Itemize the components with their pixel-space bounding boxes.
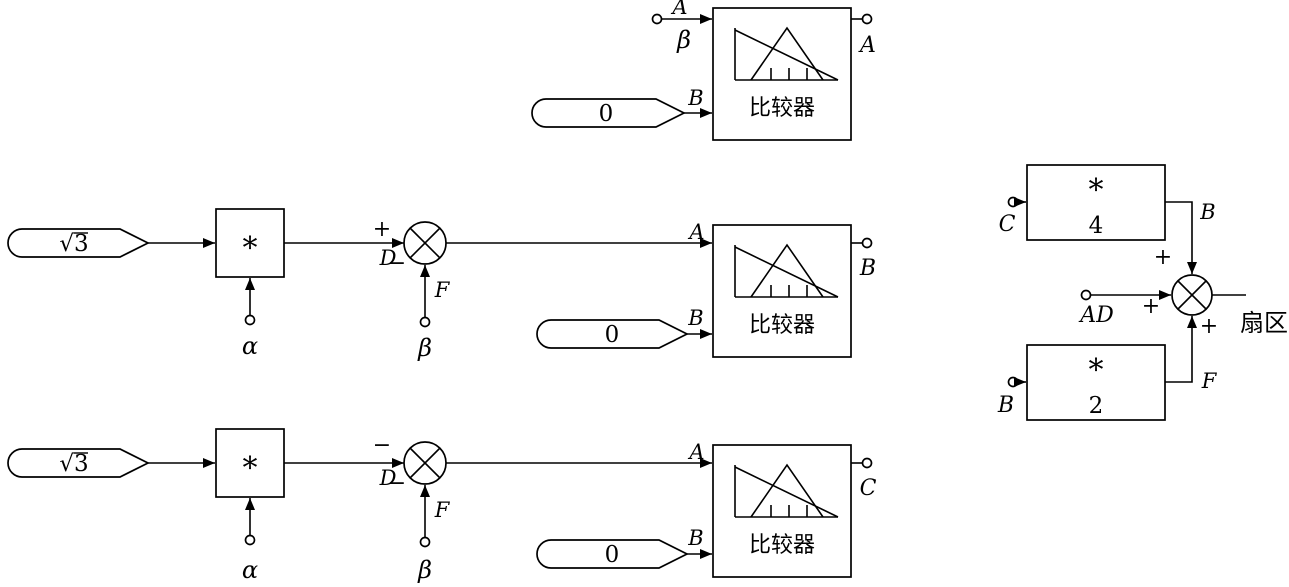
terminal-node [651, 13, 663, 25]
port-label-a: A [687, 220, 704, 244]
multiply-symbol: * [243, 231, 258, 266]
comparator-label: 比较器 [749, 96, 815, 121]
output-label-sector: 扇区 [1240, 309, 1288, 337]
terminal-node [861, 457, 873, 469]
port-label-b: B [687, 306, 703, 330]
junction-cross [1177, 280, 1207, 310]
constant-sqrt3: √3 [59, 451, 88, 477]
sign-plus-left: + [1142, 294, 1160, 319]
port-label-f: F [434, 498, 451, 522]
terminal-node [861, 237, 873, 249]
sign-top: + [373, 217, 391, 242]
constant-sqrt3: √3 [59, 231, 88, 257]
terminal-node [244, 534, 256, 546]
junction-cross [409, 447, 441, 479]
output-label-b: B [859, 256, 876, 281]
constant-zero: 0 [605, 542, 620, 568]
constant-pill [536, 319, 689, 349]
signal-label-beta: β [676, 26, 691, 54]
comparator-unit-top: A β 0 B 比较器 A [531, 0, 876, 141]
comparator-unit-middle: √3 * α + D − F β A 0 B 比较器 B [7, 208, 876, 362]
port-label-b: B [687, 86, 703, 110]
port-label-a: A [670, 0, 687, 19]
wire-label-f: F [1201, 369, 1218, 393]
port-label-a: A [687, 440, 704, 464]
comparator-unit-bottom: √3 * α − D − F β A 0 B 比较器 C [7, 428, 877, 584]
output-label-c: C [860, 476, 877, 501]
port-label-d: D [379, 246, 397, 270]
terminal-node [1080, 289, 1092, 301]
multiplier-value-4: 4 [1089, 213, 1104, 239]
constant-pill [7, 448, 150, 478]
sign-top: − [373, 433, 391, 458]
wire [1165, 316, 1197, 383]
signal-label-beta: β [417, 334, 432, 362]
wire [1165, 201, 1197, 274]
sector-sum-section: * 4 C B + AD + + * 2 B F 扇区 [997, 164, 1288, 421]
sign-plus-bottom: + [1200, 314, 1218, 339]
comparator-label: 比较器 [749, 313, 815, 338]
wire-label-b: B [1199, 200, 1215, 224]
multiply-symbol: * [1089, 353, 1104, 388]
terminal-node [244, 314, 256, 326]
terminal-node [419, 316, 431, 328]
sign-bottom: − [388, 471, 406, 496]
input-label-b: B [997, 393, 1014, 418]
constant-pill [531, 98, 686, 128]
constant-pill [536, 539, 689, 569]
constant-zero: 0 [605, 322, 620, 348]
sign-bottom: − [388, 251, 406, 276]
multiply-2-box [1026, 344, 1166, 421]
port-label-d: D [379, 466, 397, 490]
terminal-node [419, 536, 431, 548]
signal-label-alpha: α [242, 332, 258, 360]
constant-pill [7, 228, 150, 258]
junction-cross [409, 227, 441, 259]
port-label-f: F [434, 278, 451, 302]
multiply-symbol: * [243, 451, 258, 486]
signal-label-beta: β [417, 556, 432, 584]
sign-plus-top: + [1154, 245, 1172, 270]
terminal-node [1007, 376, 1019, 388]
port-label-b: B [687, 526, 703, 550]
multiplier-value-2: 2 [1089, 393, 1104, 419]
multiply-4-box [1026, 164, 1166, 241]
input-label-ad: AD [1078, 303, 1114, 328]
terminal-node [861, 13, 873, 25]
multiply-symbol: * [1089, 173, 1104, 208]
terminal-node [1007, 196, 1019, 208]
constant-zero: 0 [599, 101, 614, 127]
comparator-label: 比较器 [749, 533, 815, 558]
input-label-c: C [999, 212, 1016, 237]
signal-label-alpha: α [242, 556, 258, 584]
output-label-a: A [858, 33, 876, 58]
